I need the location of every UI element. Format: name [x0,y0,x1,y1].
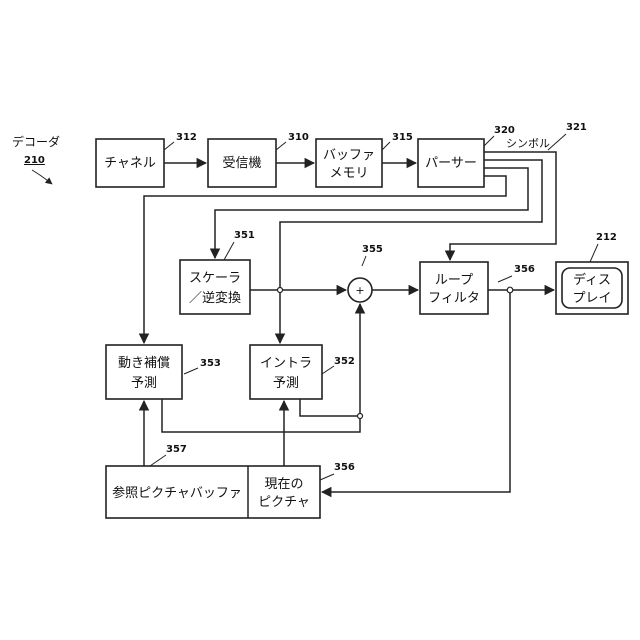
svg-text:パーサー: パーサー [425,156,477,171]
intra-prediction-block: イントラ 予測 352 [250,345,355,399]
decoder-title: デコーダ 210 [12,134,60,184]
svg-text:+: + [355,284,364,297]
display-block: ディス プレイ 212 [556,232,628,314]
svg-text:ループ: ループ [435,273,473,288]
signal-connections [144,152,556,492]
loop-filter-block: ループ フィルタ 356 [420,262,535,314]
svg-text:現在の: 現在の [264,477,303,492]
svg-text:フィルタ: フィルタ [428,291,480,306]
svg-text:イントラ: イントラ [260,356,312,371]
symbols-label: シンボル 321 [506,122,587,150]
buffer-memory-block: バッファ メモリ 315 [316,132,413,187]
svg-text:受信機: 受信機 [222,156,261,171]
svg-text:212: 212 [596,232,617,243]
svg-text:210: 210 [24,155,45,166]
svg-text:シンボル: シンボル [506,137,550,150]
svg-text:357: 357 [166,444,187,455]
svg-text:スケーラ: スケーラ [189,271,241,286]
svg-text:チャネル: チャネル [104,156,156,171]
svg-text:356: 356 [514,264,535,275]
motion-compensation-prediction-block: 動き補償 予測 353 [106,345,221,399]
svg-text:動き補償: 動き補償 [118,356,170,371]
svg-text:参照ピクチャバッファ: 参照ピクチャバッファ [112,485,242,501]
svg-text:310: 310 [288,132,309,143]
svg-text:予測: 予測 [131,376,157,391]
channel-block: チャネル 312 [96,132,197,187]
scaler-inverse-transform-block: スケーラ ／逆変換 351 [180,230,255,314]
svg-text:355: 355 [362,244,383,255]
svg-text:プレイ: プレイ [572,291,611,306]
svg-text:デコーダ: デコーダ [12,134,60,149]
svg-text:／逆変換: ／逆変換 [189,290,241,306]
svg-text:315: 315 [392,132,413,143]
svg-text:320: 320 [494,125,515,136]
svg-text:356: 356 [334,462,355,473]
svg-text:ピクチャ: ピクチャ [258,495,310,510]
svg-text:353: 353 [200,358,221,369]
svg-text:予測: 予測 [273,376,299,391]
receiver-block: 受信機 310 [208,132,309,187]
svg-text:ディス: ディス [573,272,611,288]
svg-text:352: 352 [334,356,355,367]
parser-block: パーサー 320 [418,125,515,187]
svg-text:メモリ: メモリ [329,166,368,181]
svg-text:バッファ: バッファ [323,148,375,163]
svg-text:321: 321 [566,122,587,133]
svg-text:351: 351 [234,230,255,241]
adder: + 355 [348,244,383,302]
svg-text:312: 312 [176,132,197,143]
